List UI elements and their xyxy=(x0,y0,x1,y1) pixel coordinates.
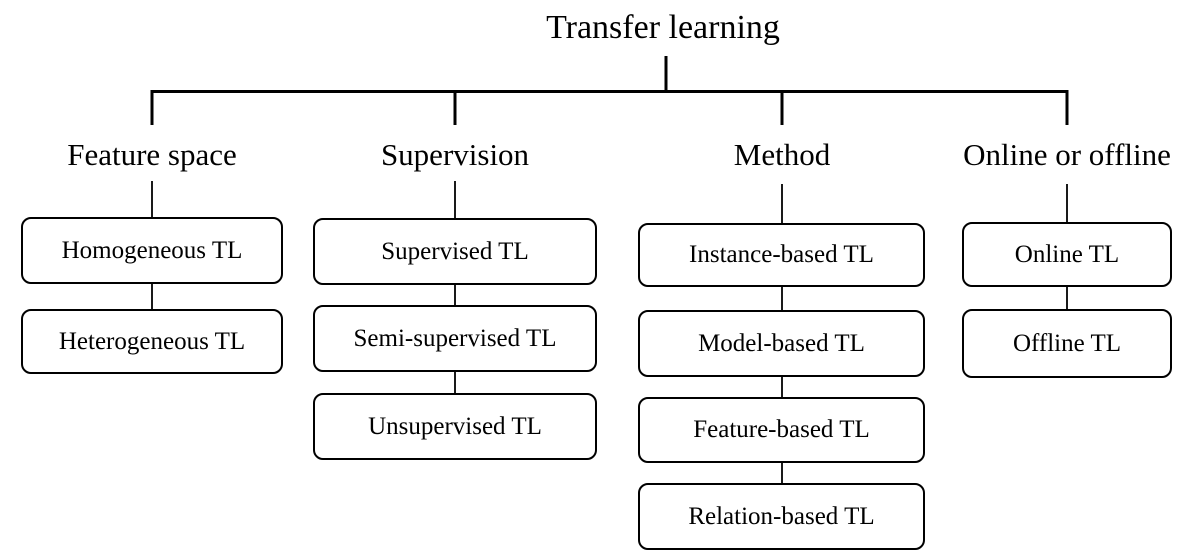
node-instance-based-tl: Instance-based TL xyxy=(638,223,925,287)
category-supervision: Supervision xyxy=(380,135,530,176)
diagram-title: Transfer learning xyxy=(546,9,780,46)
node-feature-based-tl: Feature-based TL xyxy=(638,397,925,463)
node-supervised-tl: Supervised TL xyxy=(313,218,597,285)
node-unsupervised-tl: Unsupervised TL xyxy=(313,393,597,460)
node-semi-supervised-tl: Semi-supervised TL xyxy=(313,305,597,372)
category-feature-space: Feature space xyxy=(67,135,237,176)
node-offline-tl: Offline TL xyxy=(962,309,1172,378)
node-model-based-tl: Model-based TL xyxy=(638,310,925,377)
category-method: Method xyxy=(733,135,831,176)
node-homogeneous-tl: Homogeneous TL xyxy=(21,217,283,284)
node-heterogeneous-tl: Heterogeneous TL xyxy=(21,309,283,374)
node-relation-based-tl: Relation-based TL xyxy=(638,483,925,550)
node-online-tl: Online TL xyxy=(962,222,1172,287)
category-online-or-offline: Online or offline xyxy=(963,135,1171,176)
